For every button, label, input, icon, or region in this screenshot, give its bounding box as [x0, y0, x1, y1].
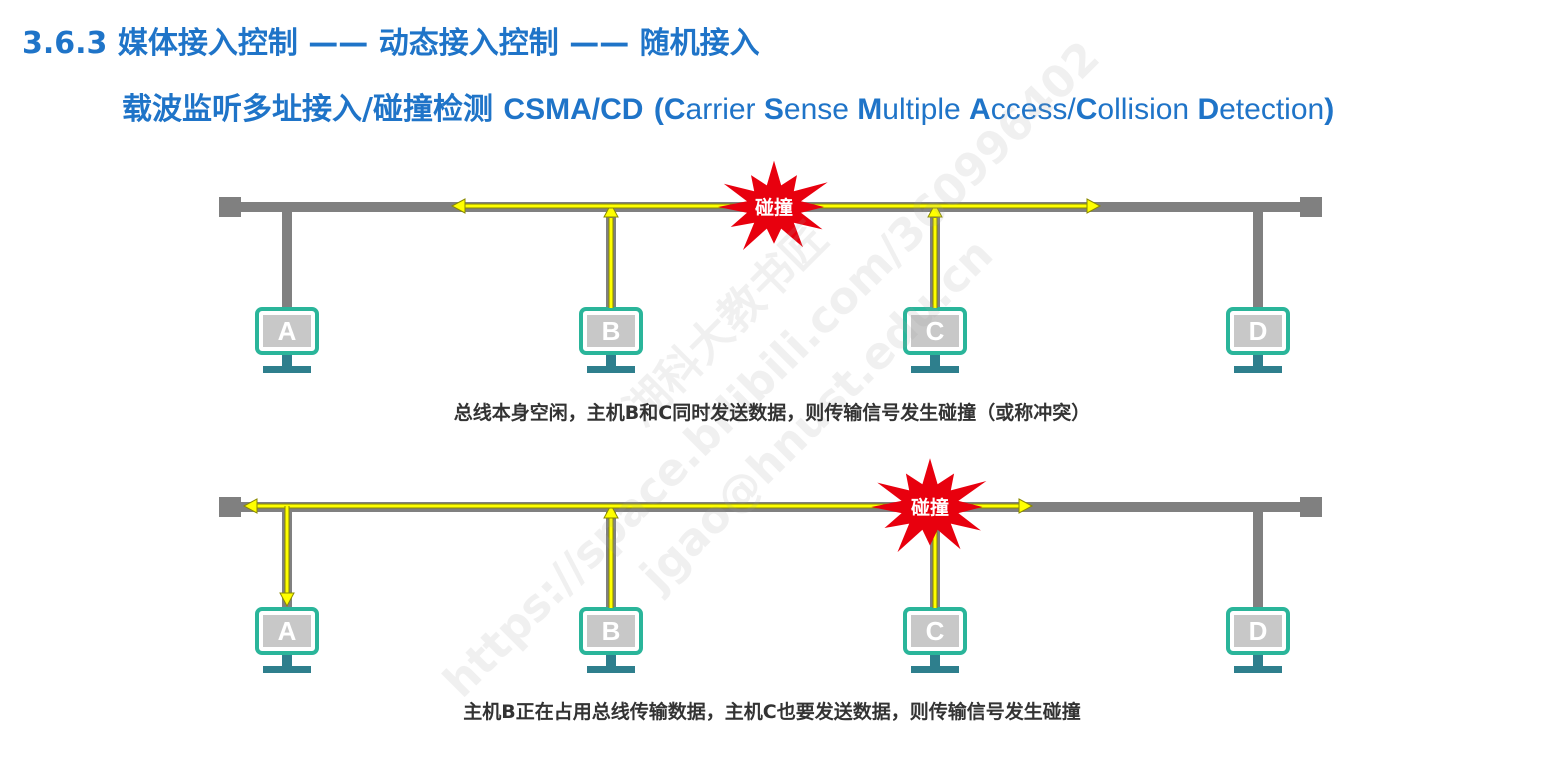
expansion-part: ultiple [882, 93, 970, 126]
collision-icon [718, 160, 828, 250]
monitor-neck [606, 655, 616, 667]
host-label: D [1249, 616, 1268, 646]
host-a: A [255, 307, 319, 373]
expansion-part: ccess/ [990, 93, 1076, 126]
signal-arrowhead [603, 202, 619, 218]
monitor-neck [1253, 355, 1263, 367]
host-d: D [1226, 307, 1290, 373]
signal-arrowhead [279, 592, 295, 608]
monitor-screen [587, 615, 635, 647]
page-subtitle: 载波监听多址接入/碰撞检测 CSMA/CD (Carrier Sense Mul… [122, 84, 1334, 128]
scenario-2: A B C D [219, 497, 1322, 673]
signal-arrowhead [242, 498, 258, 514]
expansion-part: ) [1324, 93, 1335, 126]
monitor-screen [263, 615, 311, 647]
expansion-part: arrier [685, 93, 764, 126]
host-a: A [255, 607, 319, 673]
page-title: 3.6.3 媒体接入控制 —— 动态接入控制 —— 随机接入 [22, 26, 760, 61]
host-label: A [278, 316, 297, 346]
monitor-base [263, 666, 311, 673]
expansion-part: M [857, 93, 883, 126]
host-label: C [926, 316, 945, 346]
host-label: D [1249, 316, 1268, 346]
monitor-base [587, 666, 635, 673]
collision-burst: 碰撞 [718, 160, 828, 250]
host-b: B [579, 307, 643, 373]
bus-drop-line [1253, 207, 1263, 311]
host-label: B [602, 616, 621, 646]
monitor-neck [282, 655, 292, 667]
monitor-base [911, 366, 959, 373]
host-d: D [1226, 607, 1290, 673]
monitor-screen [1234, 615, 1282, 647]
signal-paths [450, 198, 1102, 308]
signal-arrowhead [603, 503, 619, 519]
signal-arrowhead [927, 202, 943, 218]
expansion-part: S [763, 93, 784, 126]
collision-label: 碰撞 [755, 196, 793, 219]
monitor-screen [1234, 315, 1282, 347]
monitor-screen [911, 315, 959, 347]
expansion-part: ollision [1097, 93, 1198, 126]
host-label: C [926, 616, 945, 646]
host-c: C [903, 307, 967, 373]
monitor-base [1234, 666, 1282, 673]
collision-icon [871, 458, 987, 553]
monitor-base [587, 366, 635, 373]
monitor-base [263, 366, 311, 373]
subtitle-chinese: 载波监听多址接入/碰撞检测 [122, 92, 493, 127]
expansion-part: A [969, 93, 991, 126]
bus-terminator-right [1300, 497, 1322, 517]
monitor-base [1234, 366, 1282, 373]
host-label: A [278, 616, 297, 646]
signal-arrowhead [1018, 498, 1034, 514]
monitor-base [911, 666, 959, 673]
expansion-part: D [1197, 93, 1220, 126]
collision-burst: 碰撞 [871, 458, 987, 553]
signal-arrowhead [450, 198, 466, 214]
monitor-neck [282, 355, 292, 367]
monitor-screen [263, 315, 311, 347]
monitor-neck [930, 355, 940, 367]
monitor-screen [587, 315, 635, 347]
monitor-neck [606, 355, 616, 367]
scenario-2-caption: 主机B正在占用总线传输数据，主机C也要发送数据，则传输信号发生碰撞 [463, 701, 1081, 723]
scenario-1-caption: 总线本身空闲，主机B和C同时发送数据，则传输信号发生碰撞（或称冲突） [453, 402, 1091, 424]
subtitle-expansion: (Carrier Sense Multiple Access/Collision… [654, 93, 1334, 126]
monitor-neck [1253, 655, 1263, 667]
expansion-part: C [663, 93, 686, 126]
bus-drop-line [1253, 507, 1263, 611]
subtitle-acronym: CSMA/CD [503, 93, 644, 126]
monitor-neck [930, 655, 940, 667]
expansion-part: C [1075, 93, 1098, 126]
monitor-screen [911, 615, 959, 647]
expansion-part: etection [1219, 93, 1325, 126]
bus-terminator-left [219, 197, 241, 217]
signal-arrowhead [1086, 198, 1102, 214]
expansion-part: ense [783, 93, 858, 126]
host-label: B [602, 316, 621, 346]
host-c: C [903, 607, 967, 673]
expansion-part: ( [653, 93, 664, 126]
bus-drop-line [282, 207, 292, 311]
collision-label: 碰撞 [911, 496, 949, 519]
host-b: B [579, 607, 643, 673]
bus-terminator-left [219, 497, 241, 517]
bus-terminator-right [1300, 197, 1322, 217]
